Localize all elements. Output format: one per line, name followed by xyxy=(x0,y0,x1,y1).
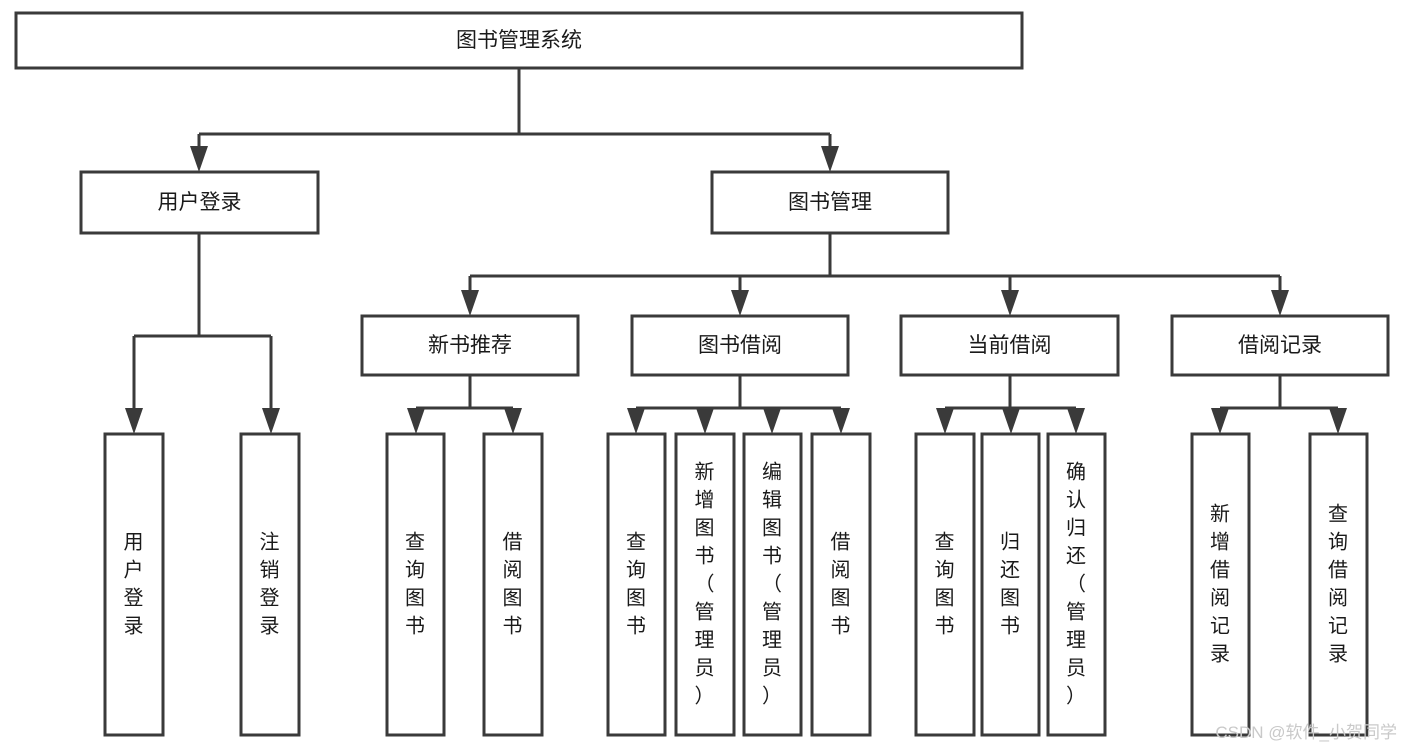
node-leaf-edit-book-box[interactable] xyxy=(742,432,803,737)
node-leaf-user-login[interactable]: 用户登录 xyxy=(103,432,165,737)
node-current-borrow[interactable]: 当前借阅 xyxy=(899,314,1120,377)
node-user-login-label: 用户登录 xyxy=(158,191,242,214)
arrow-head-icon xyxy=(763,408,781,434)
node-leaf-borrow-book-2[interactable]: 借阅图书 xyxy=(810,432,872,737)
connector-book-borrow-children xyxy=(636,375,841,410)
node-leaf-add-book-box[interactable] xyxy=(674,432,736,737)
node-current-borrow-box[interactable] xyxy=(899,314,1120,377)
node-leaf-confirm-return-label: 确认归还（管理员） xyxy=(1066,461,1087,708)
node-leaf-borrow-book-2-box[interactable] xyxy=(810,432,872,737)
connector-new-book-children xyxy=(416,375,513,410)
node-layer: 图书管理系统用户登录图书管理新书推荐图书借阅当前借阅借阅记录用户登录注销登录查询… xyxy=(14,11,1390,737)
arrow-head-icon xyxy=(1271,290,1289,316)
node-leaf-edit-book[interactable]: 编辑图书（管理员） xyxy=(742,432,803,737)
node-leaf-borrow-book-1-box[interactable] xyxy=(482,432,544,737)
node-leaf-add-record[interactable]: 新增借阅记录 xyxy=(1190,432,1251,737)
arrow-head-icon xyxy=(190,146,208,172)
node-borrow-record[interactable]: 借阅记录 xyxy=(1170,314,1390,377)
node-leaf-user-login-box[interactable] xyxy=(103,432,165,737)
node-leaf-user-logout-box[interactable] xyxy=(239,432,301,737)
node-leaf-return-book[interactable]: 归还图书 xyxy=(980,432,1041,737)
arrow-head-icon xyxy=(1067,408,1085,434)
arrow-head-icon xyxy=(821,146,839,172)
node-leaf-query-book-1-box[interactable] xyxy=(385,432,446,737)
arrow-head-icon xyxy=(627,408,645,434)
node-leaf-query-record-label: 查询借阅记录 xyxy=(1328,503,1349,666)
node-book-borrow[interactable]: 图书借阅 xyxy=(630,314,850,377)
node-leaf-query-book-3[interactable]: 查询图书 xyxy=(914,432,976,737)
arrow-head-icon xyxy=(504,408,522,434)
node-leaf-return-book-label: 归还图书 xyxy=(1000,531,1021,638)
arrow-head-icon xyxy=(262,408,280,434)
node-user-login[interactable]: 用户登录 xyxy=(79,170,320,235)
node-leaf-add-book-label: 新增图书（管理员） xyxy=(695,461,716,708)
node-book-borrow-box[interactable] xyxy=(630,314,850,377)
node-leaf-query-record[interactable]: 查询借阅记录 xyxy=(1308,432,1369,737)
node-borrow-record-label: 借阅记录 xyxy=(1238,334,1322,357)
node-leaf-edit-book-label: 编辑图书（管理员） xyxy=(762,461,783,708)
node-book-manage[interactable]: 图书管理 xyxy=(710,170,950,235)
connector-layer xyxy=(125,68,1347,434)
node-new-book-rec-box[interactable] xyxy=(360,314,580,377)
node-book-borrow-label: 图书借阅 xyxy=(698,334,782,357)
node-leaf-query-book-1[interactable]: 查询图书 xyxy=(385,432,446,737)
node-leaf-borrow-book-2-label: 借阅图书 xyxy=(831,531,852,638)
arrow-head-icon xyxy=(125,408,143,434)
node-leaf-confirm-return-box[interactable] xyxy=(1046,432,1107,737)
node-root-box[interactable] xyxy=(14,11,1024,70)
node-leaf-add-record-label: 新增借阅记录 xyxy=(1210,503,1231,666)
node-leaf-borrow-book-1[interactable]: 借阅图书 xyxy=(482,432,544,737)
node-leaf-query-book-2-box[interactable] xyxy=(606,432,667,737)
connector-borrow-record-children xyxy=(1220,375,1338,410)
connector-root-to-level2 xyxy=(197,68,832,146)
node-new-book-rec-label: 新书推荐 xyxy=(428,334,512,357)
arrow-head-icon xyxy=(1002,408,1020,434)
connector-book-manage-children xyxy=(468,233,1282,290)
arrow-head-icon xyxy=(407,408,425,434)
connector-user-login-children xyxy=(132,233,273,408)
arrow-head-icon xyxy=(1329,408,1347,434)
arrow-head-icon xyxy=(832,408,850,434)
arrow-head-icon xyxy=(731,290,749,316)
node-leaf-user-login-label: 用户登录 xyxy=(124,532,145,638)
node-leaf-confirm-return[interactable]: 确认归还（管理员） xyxy=(1046,432,1107,737)
node-leaf-query-book-1-label: 查询图书 xyxy=(405,531,426,638)
arrow-head-icon xyxy=(1001,290,1019,316)
node-current-borrow-label: 当前借阅 xyxy=(968,334,1052,357)
arrow-head-icon xyxy=(461,290,479,316)
node-leaf-user-logout-label: 注销登录 xyxy=(260,531,281,638)
node-book-manage-label: 图书管理 xyxy=(788,191,872,214)
node-book-manage-box[interactable] xyxy=(710,170,950,235)
arrow-head-icon xyxy=(1211,408,1229,434)
connector-current-borrow-children xyxy=(945,375,1076,410)
node-leaf-query-book-2-label: 查询图书 xyxy=(626,531,647,638)
node-leaf-borrow-book-1-label: 借阅图书 xyxy=(503,531,524,638)
node-leaf-add-book[interactable]: 新增图书（管理员） xyxy=(674,432,736,737)
node-leaf-query-book-3-label: 查询图书 xyxy=(935,531,956,638)
node-leaf-user-logout[interactable]: 注销登录 xyxy=(239,432,301,737)
arrow-head-icon xyxy=(696,408,714,434)
node-root-label: 图书管理系统 xyxy=(456,29,582,52)
node-leaf-query-book-2[interactable]: 查询图书 xyxy=(606,432,667,737)
node-leaf-query-record-box[interactable] xyxy=(1308,432,1369,737)
node-root[interactable]: 图书管理系统 xyxy=(14,11,1024,70)
node-leaf-return-book-box[interactable] xyxy=(980,432,1041,737)
node-borrow-record-box[interactable] xyxy=(1170,314,1390,377)
node-user-login-box[interactable] xyxy=(79,170,320,235)
node-new-book-rec[interactable]: 新书推荐 xyxy=(360,314,580,377)
node-leaf-add-record-box[interactable] xyxy=(1190,432,1251,737)
node-leaf-query-book-3-box[interactable] xyxy=(914,432,976,737)
arrow-head-icon xyxy=(936,408,954,434)
